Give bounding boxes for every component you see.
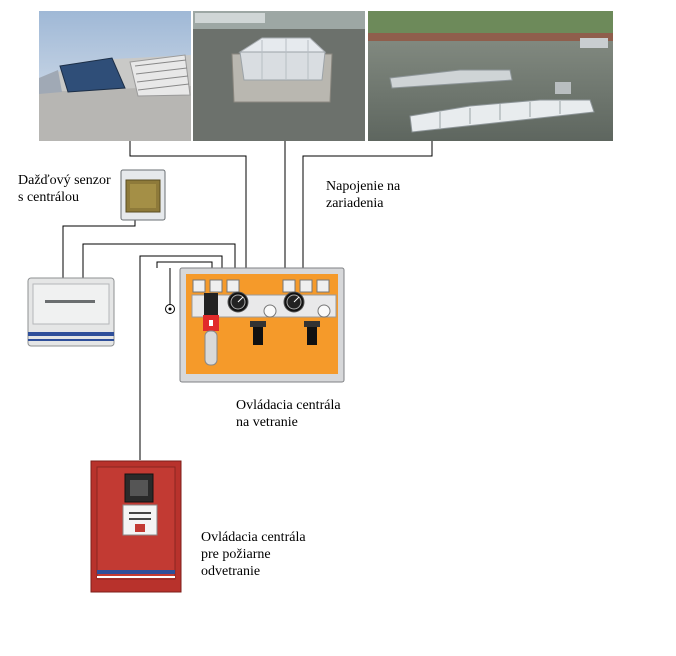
roof-strip-skylights-photo <box>368 11 613 141</box>
fire-control-label: Ovládacia centrála pre požiarne odvetran… <box>201 530 306 579</box>
rain-sensor-label: Dažďový senzor s centrálou <box>18 173 111 205</box>
rain-sensor-control-unit <box>27 277 115 347</box>
roof-solar-skylight-photo <box>39 11 191 141</box>
connection-label: Napojenie na zariadenia <box>326 179 401 211</box>
roof-dome-skylight-photo <box>193 11 365 141</box>
vent-control-label: Ovládacia centrála na vetranie <box>236 398 341 430</box>
rain-sensor-device <box>120 169 166 221</box>
ventilation-control-panel <box>179 267 345 383</box>
wiring <box>62 141 433 460</box>
fire-ventilation-cabinet <box>90 460 182 593</box>
